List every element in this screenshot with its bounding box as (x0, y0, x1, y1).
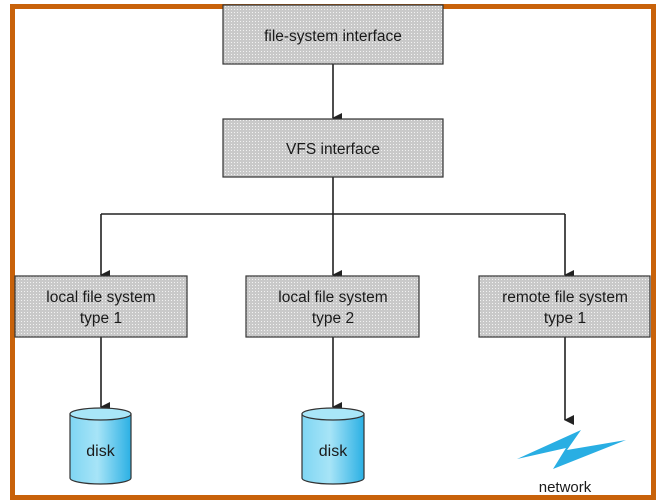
fs-box-line2: type 1 (80, 310, 122, 327)
disk-label: disk (86, 443, 115, 460)
disk-icon: disk (301, 407, 365, 485)
fs-box-line1: local file system (46, 289, 155, 306)
fs-box-line2: type 1 (544, 310, 586, 327)
fs-box-line1: remote file system (502, 289, 628, 306)
fs-box-line2: type 2 (312, 310, 354, 327)
disk-label: disk (319, 443, 348, 460)
remote-fs-type1-box: remote file system type 1 (478, 275, 651, 338)
file-system-interface-label: file-system interface (264, 28, 402, 45)
fs-box-line1: local file system (278, 289, 387, 306)
local-fs-type2-box: local file system type 2 (245, 275, 420, 338)
disk-icon: disk (69, 407, 132, 485)
vfs-interface-box: VFS interface (222, 118, 444, 178)
local-fs-type1-box: local file system type 1 (14, 275, 188, 338)
network-icon: network (517, 430, 626, 496)
vfs-interface-label: VFS interface (286, 141, 380, 158)
file-system-interface-box: file-system interface (222, 4, 444, 65)
network-label: network (539, 479, 592, 496)
